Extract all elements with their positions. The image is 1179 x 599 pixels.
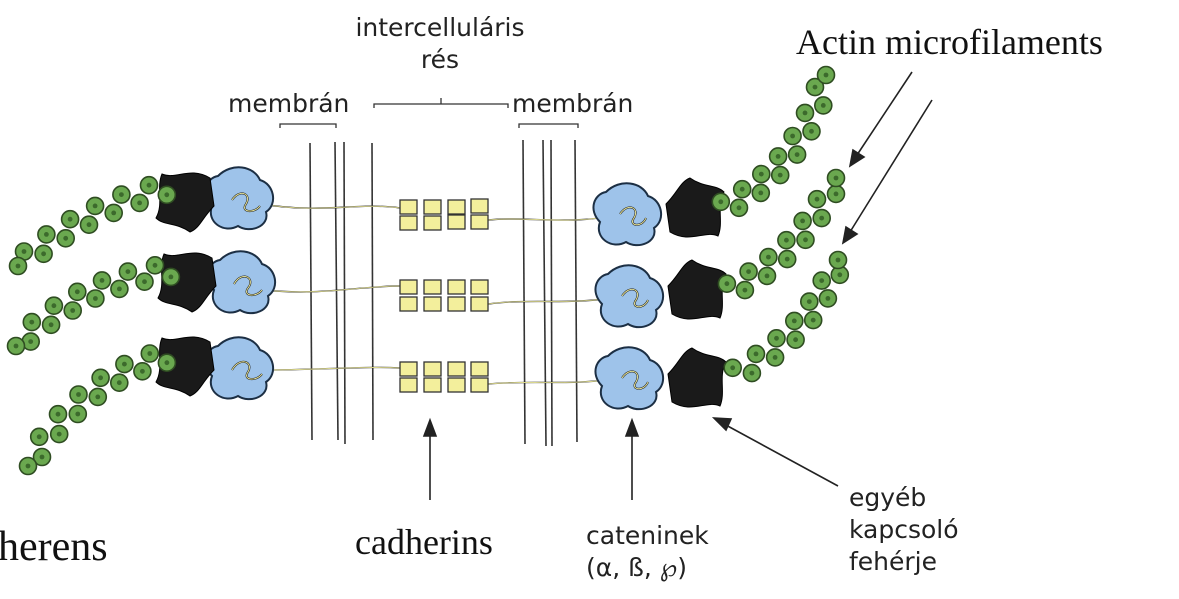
actin-bead: [759, 267, 776, 284]
actin-bead: [803, 123, 820, 140]
actin-filaments: [8, 67, 849, 475]
actin-bead: [158, 354, 175, 371]
actin-bead: [69, 283, 86, 300]
actin-bead: [105, 204, 122, 221]
actin-bead: [736, 282, 753, 299]
actin-bead: [815, 97, 832, 114]
actin-bead: [50, 406, 67, 423]
actin-bead: [752, 184, 769, 201]
actin-bead: [809, 191, 826, 208]
actin-bead: [734, 181, 751, 198]
adherens-title: herens: [0, 524, 108, 570]
membrane-lines: [310, 140, 577, 446]
actin-bead: [786, 312, 803, 329]
actin-bead: [89, 388, 106, 405]
actin-bead: [805, 312, 822, 329]
actin-bead: [43, 316, 60, 333]
actin-bead: [772, 167, 789, 184]
actin-bead: [819, 290, 836, 307]
actin-bead: [740, 263, 757, 280]
linker-protein-label: egyéb kapcsoló fehérje: [849, 482, 959, 578]
actin-bead: [753, 166, 770, 183]
actin-bead: [162, 268, 179, 285]
actin-bead: [111, 374, 128, 391]
actin-bead: [770, 148, 787, 165]
cadherins-label: cadherins: [355, 522, 493, 562]
catenins-label-line2: (α, ß, ℘): [586, 552, 709, 584]
actin-bead: [8, 338, 25, 355]
actin-bead: [116, 356, 133, 373]
actin-bead: [801, 293, 818, 310]
actin-bead: [81, 216, 98, 233]
actin-bead: [20, 458, 37, 475]
actin-bead: [760, 249, 777, 266]
actin-bead: [70, 386, 87, 403]
actin-bead: [828, 170, 845, 187]
intercellular-gap-label-line2: rés: [340, 44, 540, 76]
actin-bead: [797, 231, 814, 248]
actin-bead: [830, 252, 847, 269]
actin-bead: [87, 290, 104, 307]
actin-bead: [718, 275, 735, 292]
actin-bead: [794, 212, 811, 229]
actin-bead: [111, 280, 128, 297]
catenins-label: cateninek (α, ß, ℘): [586, 520, 709, 584]
actin-bead: [136, 273, 153, 290]
actin-bead: [789, 146, 806, 163]
catenins-label-line1: cateninek: [586, 520, 709, 552]
actin-bead: [731, 199, 748, 216]
actin-bead: [113, 186, 130, 203]
actin-filament: [20, 345, 176, 475]
cadherin-blocks: [400, 199, 488, 392]
actin-bead: [131, 194, 148, 211]
actin-bead: [779, 251, 796, 268]
linker-protein-label-line2: kapcsoló: [849, 514, 959, 546]
actin-bead: [778, 232, 795, 249]
actin-filament: [8, 257, 180, 355]
actin-bead: [813, 210, 830, 227]
actin-bead: [712, 193, 729, 210]
linker-protein-label-line3: fehérje: [849, 546, 959, 578]
linker-protein-label-line1: egyéb: [849, 482, 959, 514]
actin-bead: [94, 272, 111, 289]
actin-bead: [51, 426, 68, 443]
actin-bead: [35, 245, 52, 262]
actin-bead: [724, 359, 741, 376]
actin-bead: [31, 428, 48, 445]
actin-bead: [45, 297, 62, 314]
actin-bead: [10, 258, 27, 275]
actin-bead: [134, 363, 151, 380]
actin-bead: [57, 230, 74, 247]
intercellular-gap-label-line1: intercelluláris: [340, 12, 540, 44]
intercellular-gap-label: intercelluláris rés: [340, 12, 540, 76]
actin-bead: [147, 257, 164, 274]
actin-bead: [784, 128, 801, 145]
actin-bead: [813, 272, 830, 289]
membrane-label-left: membrán: [228, 88, 349, 120]
actin-bead: [767, 349, 784, 366]
actin-bead: [69, 406, 86, 423]
actin-bead: [87, 197, 104, 214]
actin-bead: [141, 177, 158, 194]
actin-bead: [141, 345, 158, 362]
actin-microfilaments-label: Actin microfilaments: [796, 22, 1103, 62]
actin-bead: [818, 67, 835, 84]
actin-bead: [748, 345, 765, 362]
actin-bead: [38, 226, 55, 243]
actin-bead: [828, 185, 845, 202]
actin-bead: [119, 263, 136, 280]
actin-bead: [92, 369, 109, 386]
membrane-label-right: membrán: [512, 88, 633, 120]
actin-bead: [62, 211, 79, 228]
actin-bead: [797, 104, 814, 121]
cadherin-strands-fill: [262, 204, 626, 384]
actin-bead: [64, 302, 81, 319]
actin-bead: [787, 331, 804, 348]
actin-bead: [743, 365, 760, 382]
actin-bead: [23, 314, 40, 331]
cadherin-strands: [262, 204, 626, 384]
actin-bead: [768, 330, 785, 347]
actin-bead: [158, 186, 175, 203]
